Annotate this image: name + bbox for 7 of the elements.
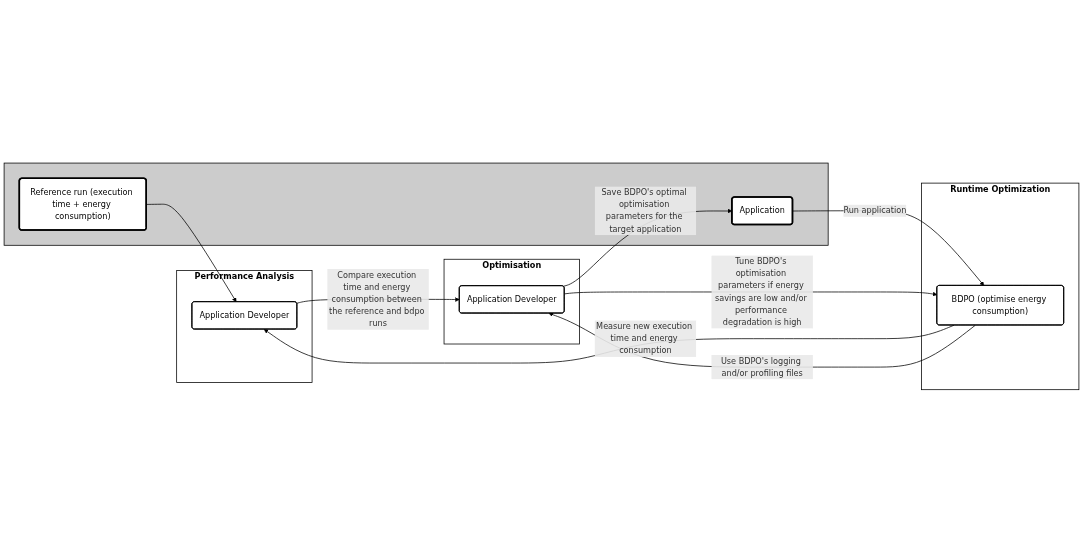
edge-label: Run application bbox=[843, 205, 907, 216]
edge-label: Use BDPO's logging and/or profiling files bbox=[720, 356, 803, 378]
edge-label: Measure new execution time and energy consumption bbox=[596, 321, 693, 356]
edge-label: Tune BDPO's optimisation parameters if energy savings are low and/or performance degradation is high bbox=[714, 256, 807, 328]
edge-label: Compare execution time and energy consumption between the reference and bdpo runs bbox=[328, 270, 425, 329]
cluster bbox=[3, 162, 829, 246]
edge-label: Save BDPO's optimal optimisation parameters for the target application bbox=[601, 187, 687, 234]
